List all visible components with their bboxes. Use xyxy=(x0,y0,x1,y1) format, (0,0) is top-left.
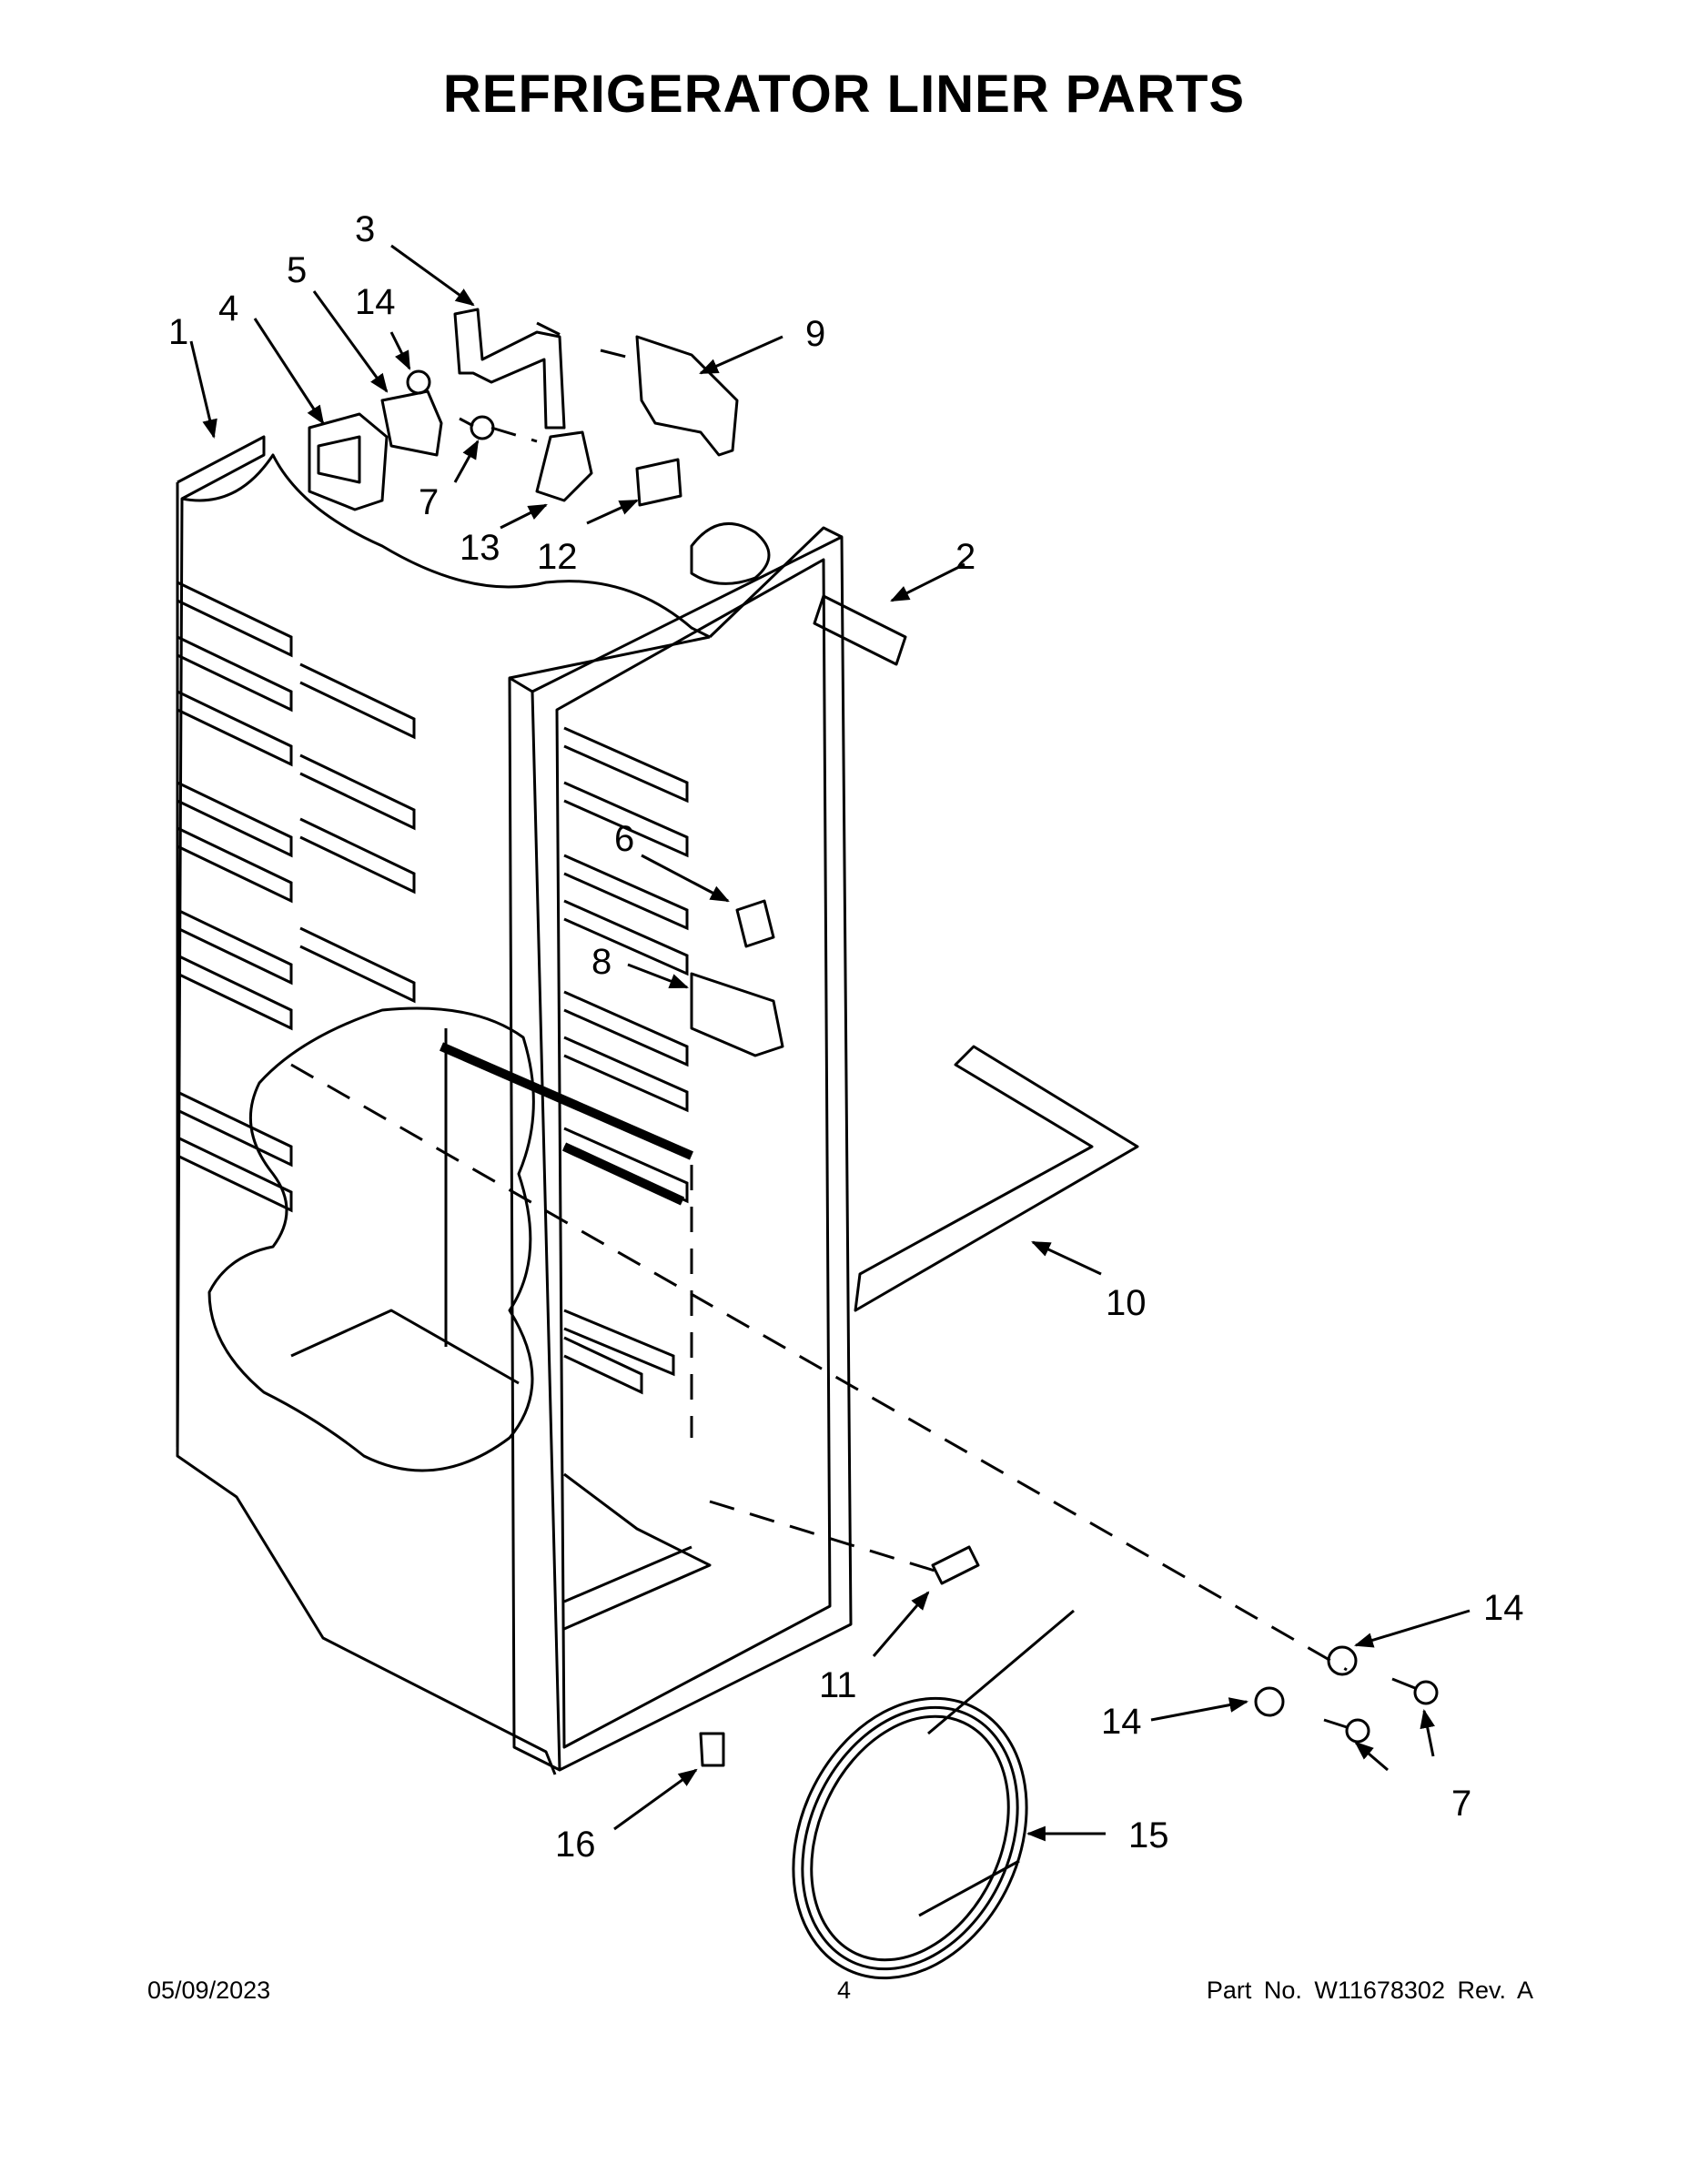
callout-9: 9 xyxy=(805,314,825,354)
part-2-filter xyxy=(813,594,907,666)
part-13-cover xyxy=(535,430,593,502)
part-9-damper xyxy=(635,335,739,457)
part-10-shelf xyxy=(854,1045,1139,1312)
liner-dark-rails xyxy=(440,1042,693,1206)
callout-5: 5 xyxy=(287,250,307,290)
liner-shelf-rails xyxy=(177,581,689,1395)
callout-14: 14 xyxy=(1483,1588,1524,1628)
part-3-bracket xyxy=(453,308,566,430)
footer-date: 05/09/2023 xyxy=(147,1977,271,2004)
footer-page-number: 4 xyxy=(836,1977,852,2004)
footer-part-number: Part No. W11678302 Rev. A xyxy=(1206,1977,1533,2004)
callout-14: 14 xyxy=(1101,1702,1142,1742)
part-7-screw-lower xyxy=(1323,1718,1348,1729)
callout-15: 15 xyxy=(1128,1815,1169,1855)
callout-14: 14 xyxy=(355,282,396,322)
part-11-fitting xyxy=(931,1545,980,1585)
part-6-clip xyxy=(735,899,775,948)
part-14-cap xyxy=(406,369,431,395)
callout-11: 11 xyxy=(819,1665,857,1705)
part-14-cap-right-upper xyxy=(1327,1645,1358,1676)
callout-12: 12 xyxy=(537,537,578,577)
callout-16: 16 xyxy=(555,1825,596,1865)
part-7-screw-upper xyxy=(1391,1677,1416,1690)
callout-7: 7 xyxy=(1451,1784,1471,1824)
part-4-housing xyxy=(308,412,389,511)
part-12-label xyxy=(635,458,682,507)
callout-4: 4 xyxy=(218,288,238,329)
callout-13: 13 xyxy=(460,528,500,568)
callout-7: 7 xyxy=(419,482,439,522)
refrigerator-liner xyxy=(176,435,853,1775)
callout-6: 6 xyxy=(614,819,634,859)
part-16-plug xyxy=(699,1732,725,1767)
callout-leaders xyxy=(189,244,1471,1842)
callout-1: 1 xyxy=(168,312,188,352)
part-5-panel xyxy=(380,389,443,457)
assembly-dash-lines xyxy=(290,321,1348,1672)
part-14-cap-right-lower xyxy=(1254,1686,1285,1717)
part-15-tubing xyxy=(792,1609,1075,1980)
callout-labels: 1 2 3 4 5 14 7 9 13 12 6 8 10 11 14 14 7… xyxy=(168,209,1524,1865)
callout-2: 2 xyxy=(955,537,975,577)
callout-3: 3 xyxy=(355,209,375,249)
part-8-bracket xyxy=(690,972,784,1057)
callout-8: 8 xyxy=(591,942,612,982)
callout-10: 10 xyxy=(1106,1283,1147,1323)
part-7-bulb xyxy=(470,415,495,440)
page-title: REFRIGERATOR LINER PARTS xyxy=(442,65,1246,124)
